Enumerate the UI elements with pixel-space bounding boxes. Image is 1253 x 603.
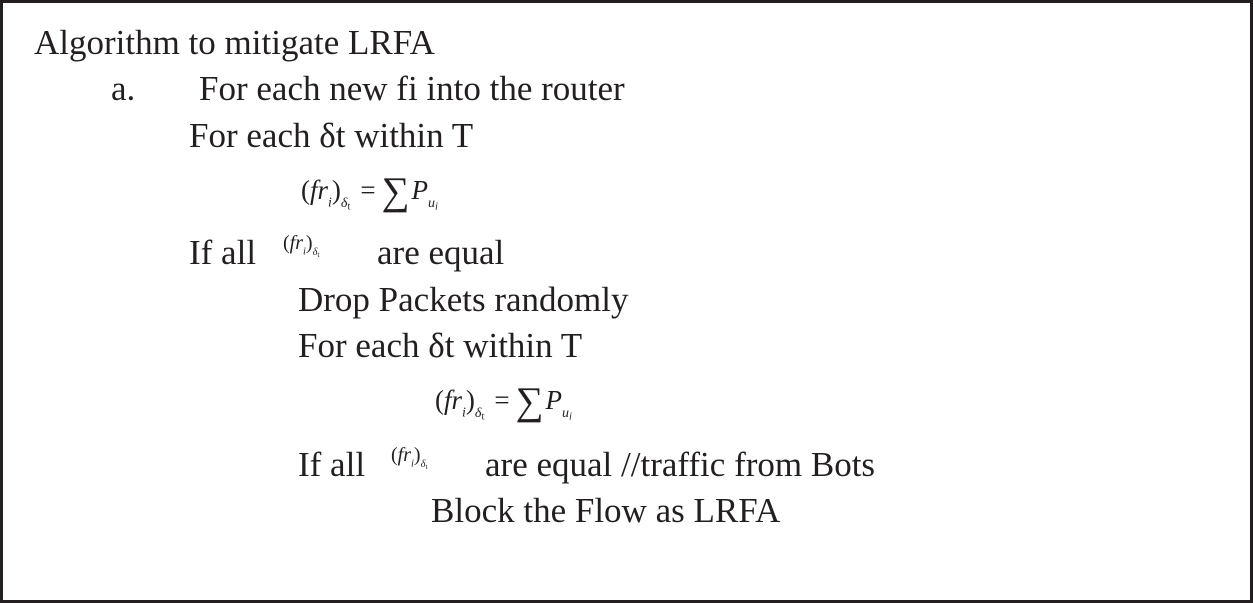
inline-formula-2: (fri)δt (391, 444, 428, 471)
if-all-line-1-suffix: are equal (377, 233, 505, 272)
for-each-line-2: For each δt within T (298, 326, 583, 365)
if-all-line-1-prefix: If all (189, 233, 257, 272)
if-all-line-2-suffix: are equal //traffic from Bots (485, 445, 876, 484)
algorithm-title: Algorithm to mitigate LRFA (34, 23, 435, 62)
inline-formula-1: (fri)δt (283, 232, 320, 259)
for-each-line-1: For each δt within T (189, 116, 474, 155)
drop-packets-line: Drop Packets randomly (298, 280, 629, 319)
if-all-line-2-prefix: If all (298, 445, 366, 484)
formula-frame-sum-2: (fri)δt=∑Pui (435, 379, 572, 423)
step-label: a. (111, 69, 136, 108)
step-text: For each new fi into the router (199, 69, 625, 108)
block-flow-line: Block the Flow as LRFA (431, 491, 781, 530)
formula-frame-sum-1: (fri)δt=∑Pui (301, 169, 438, 213)
